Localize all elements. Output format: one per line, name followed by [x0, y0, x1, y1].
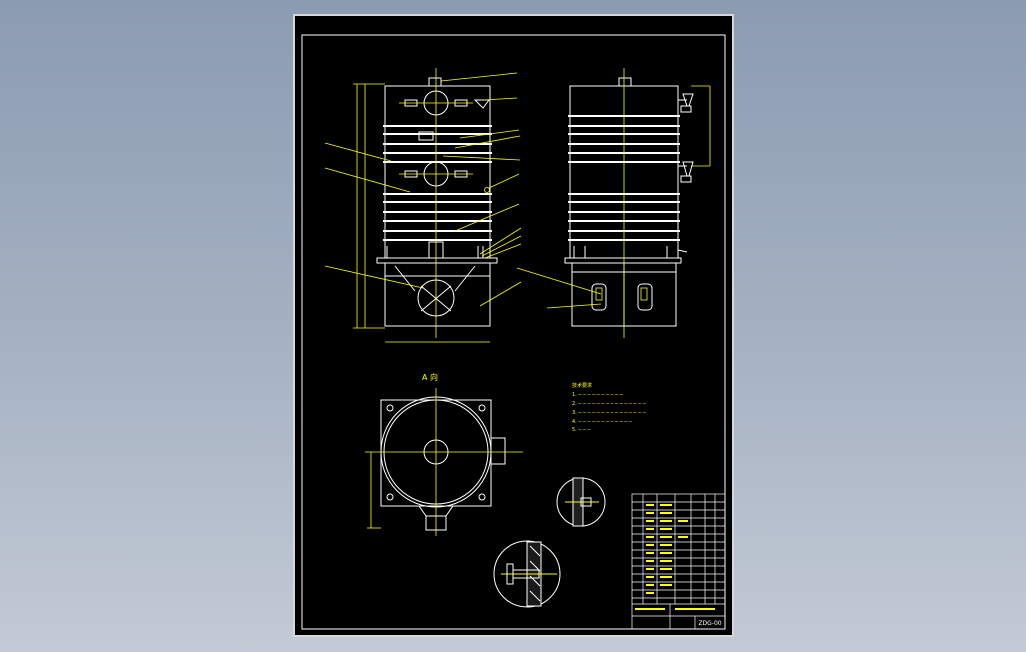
plan-view	[380, 396, 506, 531]
front-view-dimensions	[324, 68, 522, 343]
technical-notes: 技术要求 1. ─ ─ ─ ─ ─ ─ ─ ─ ─ ─ 2. ─ ─ ─ ─ ─…	[572, 382, 647, 433]
note-line: 2. ─ ─ ─ ─ ─ ─ ─ ─ ─ ─ ─ ─ ─ ─ ─	[572, 401, 647, 407]
front-view	[376, 77, 498, 327]
note-line: 3. ─ ─ ─ ─ ─ ─ ─ ─ ─ ─ ─ ─ ─ ─ ─	[572, 410, 647, 416]
title-block	[631, 493, 726, 630]
title-block-fill	[635, 504, 715, 610]
note-line: 1. ─ ─ ─ ─ ─ ─ ─ ─ ─ ─	[572, 392, 624, 398]
view-label: A 向	[422, 372, 438, 382]
detail-view-2	[493, 540, 561, 608]
cad-drawing: A 向 技	[301, 34, 726, 630]
plan-view-dimensions	[365, 388, 523, 536]
drawing-number: ZDG-00	[698, 620, 721, 627]
note-heading: 技术要求	[572, 382, 592, 389]
inner-frame	[301, 34, 726, 630]
note-line: 4. ─ ─ ─ ─ ─ ─ ─ ─ ─ ─ ─ ─	[572, 419, 633, 425]
note-line: 5. ─ ─ ─	[572, 427, 592, 433]
side-view-dimensions	[516, 68, 711, 338]
drawing-sheet: A 向 技	[293, 14, 734, 637]
detail-view-1	[556, 477, 606, 527]
